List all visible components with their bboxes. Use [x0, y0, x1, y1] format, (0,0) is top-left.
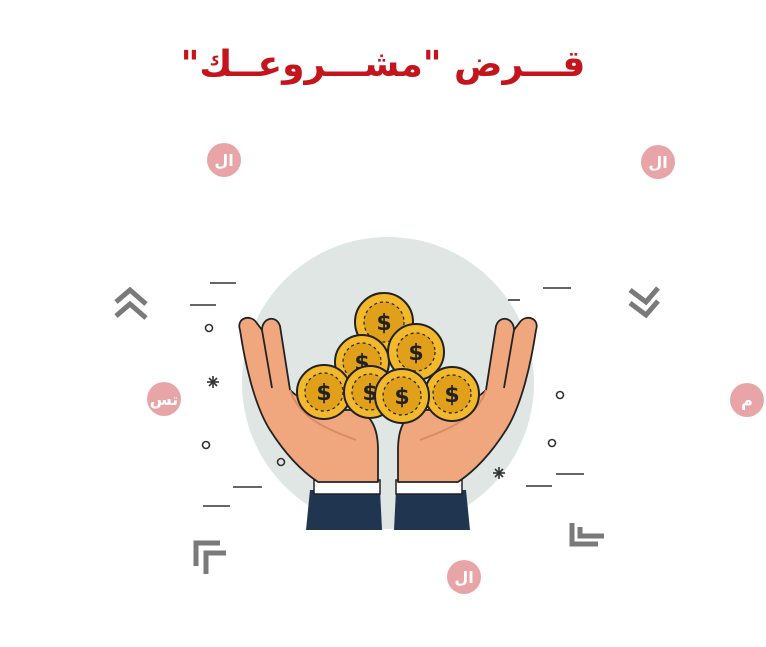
- watermark-badge-top-right: ال: [641, 145, 675, 179]
- watermark-badge-mid-right: م: [730, 383, 764, 417]
- watermark-badge-mid-left: تس: [147, 382, 181, 416]
- decor-lines-right: [508, 287, 584, 487]
- decor-lines-left: [190, 282, 286, 507]
- corner-bracket-icon: [193, 540, 226, 574]
- coin-icon: $: [374, 368, 430, 424]
- sparkle-icon: [207, 376, 219, 388]
- coin-symbol: $: [362, 381, 377, 406]
- page-title: قـــرض "مشـــروعــك": [180, 44, 586, 85]
- right-sleeve: [394, 479, 470, 530]
- coin-symbol: $: [376, 311, 391, 336]
- coin-symbol: $: [394, 385, 409, 410]
- watermark-badge-bottom: ال: [447, 560, 481, 594]
- sparkle-icon: [493, 467, 505, 479]
- coin-symbol: $: [408, 341, 423, 366]
- watermark-badge-top-left: ال: [207, 143, 241, 177]
- left-sleeve: [306, 479, 382, 530]
- double-chevron-down-icon: [628, 286, 660, 319]
- coin-icon: $: [296, 364, 352, 420]
- coin-icon: $: [424, 366, 480, 422]
- double-chevron-up-icon: [114, 286, 148, 320]
- coin-symbol: $: [444, 383, 459, 408]
- coin-stack: $ $ $ $ $ $ $: [296, 292, 480, 424]
- coin-icon: $: [387, 323, 445, 381]
- coin-symbol: $: [316, 381, 331, 406]
- corner-bracket-icon: [569, 523, 604, 547]
